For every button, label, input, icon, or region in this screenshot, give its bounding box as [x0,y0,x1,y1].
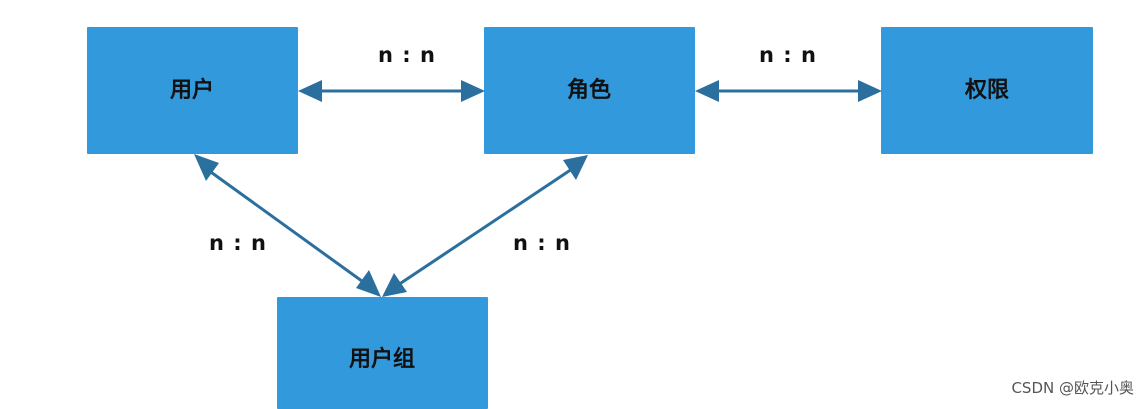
node-user-label: 用户 [170,77,214,103]
edge-role-permission-arrow-left [695,80,719,102]
edge-user-usergroup-arrow-bottom [356,270,381,297]
edge-user-usergroup [194,154,381,297]
edge-role-usergroup-arrow-bottom [382,273,407,297]
edge-user-role [298,80,485,102]
edge-user-usergroup-arrow-top [194,154,219,181]
node-role: 角色 [484,27,695,154]
edge-user-role-arrow-left [298,80,322,102]
edge-user-usergroup-line [207,168,367,286]
edge-role-permission-arrow-right [858,80,882,102]
edge-role-usergroup [382,155,588,297]
edge-role-permission-label: n : n [759,43,817,67]
edge-user-role-label: n : n [378,43,436,67]
watermark-text: CSDN @欧克小奥 [1011,379,1134,397]
node-user-group-label: 用户组 [349,346,415,372]
node-permission: 权限 [881,27,1093,154]
edge-role-permission [695,80,882,102]
node-user: 用户 [87,27,298,154]
node-permission-label: 权限 [964,77,1009,103]
node-user-group: 用户组 [277,297,488,409]
edge-role-usergroup-label: n : n [513,231,571,255]
edge-user-role-arrow-right [461,80,485,102]
node-role-label: 角色 [567,77,611,103]
edge-user-usergroup-label: n : n [209,231,267,255]
edge-role-usergroup-line [397,167,573,287]
edge-role-usergroup-arrow-top [563,155,588,180]
